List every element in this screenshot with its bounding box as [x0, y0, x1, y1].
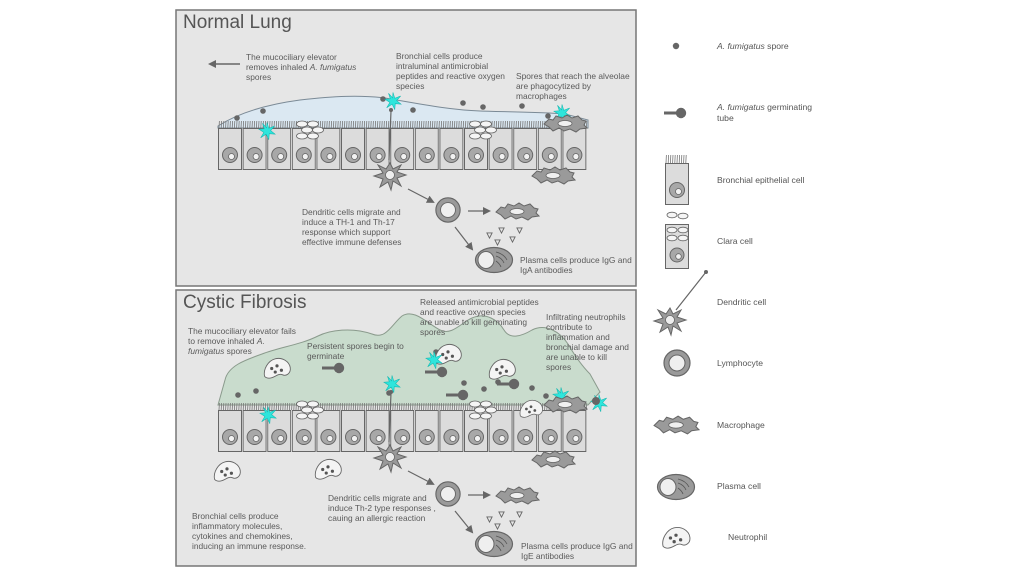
epithelial-cell — [390, 128, 415, 170]
epithelial-cell — [242, 410, 267, 452]
epithelial-cell — [267, 128, 292, 170]
normal-arrow-1 — [407, 188, 435, 203]
cf-dendrite-tip — [389, 390, 393, 394]
cf-plasma-cell — [474, 530, 514, 558]
legend-clara-cell-icon — [665, 211, 689, 269]
normal-arrow-3 — [454, 226, 474, 251]
legend-germinating-tube-label: A. fumigatus germinating tube — [717, 102, 813, 123]
normal-lung-title: Normal Lung — [183, 12, 292, 33]
normal-alveolae-label: Spores that reach the alveolae are phago… — [516, 71, 630, 101]
cf-title: Cystic Fibrosis — [183, 292, 307, 313]
cf-arrow-3 — [454, 510, 474, 534]
cf-neutrophils-label: Infiltrating neutrophils contribute to i… — [546, 312, 629, 372]
epithelial-cell — [439, 410, 464, 452]
normal-plasma-cell — [474, 246, 514, 274]
legend-epithelial-cell-icon — [665, 154, 689, 205]
cf-spores — [235, 349, 549, 399]
normal-spores — [234, 96, 551, 121]
epithelial-cell — [218, 410, 242, 452]
epithelial-cell — [562, 128, 587, 170]
epithelial-cell — [537, 128, 562, 170]
epithelial-cell — [316, 128, 341, 170]
legend-dendritic-cell-icon — [653, 270, 708, 336]
normal-dendrite-tip — [389, 108, 393, 112]
epithelial-cell — [414, 410, 439, 452]
epithelial-cell — [488, 410, 513, 452]
legend-dendritic-label: Dendritic cell — [717, 297, 767, 307]
legend-lymphocyte-icon — [663, 349, 691, 377]
cf-bronchial-label: Bronchial cells produce inflammatory mol… — [192, 511, 307, 551]
legend-macrophage-icon — [653, 415, 700, 435]
normal-dendritic-label: Dendritic cells migrate and induce a TH-… — [302, 207, 402, 247]
legend-neutrophil-icon — [662, 526, 691, 549]
epithelial-cell — [390, 410, 415, 452]
normal-bronchial-label: Bronchial cells produce intraluminal ant… — [396, 51, 505, 91]
legend-neutrophil-label: Neutrophil — [728, 532, 768, 542]
legend-lymphocyte-label: Lymphocyte — [717, 358, 764, 368]
epithelial-cell — [341, 410, 365, 452]
legend-macrophage-label: Macrophage — [717, 420, 765, 430]
legend-plasma-label: Plasma cell — [717, 481, 761, 491]
legend-plasma-cell-icon — [656, 473, 696, 501]
legend-clara-label: Clara cell — [717, 236, 753, 246]
normal-lymphocyte — [435, 197, 461, 223]
epithelial-cell — [439, 128, 464, 170]
cf-dendritic-label: Dendritic cells migrate and induce Th-2 … — [328, 493, 436, 523]
cf-persistent-label: Persistent spores begin to germinate — [307, 341, 404, 361]
legend-spore-icon — [672, 42, 680, 50]
epithelial-cell — [341, 128, 365, 170]
epithelial-cell — [488, 128, 513, 170]
normal-dendrite-process — [388, 110, 392, 161]
cf-arrow-1 — [407, 470, 435, 485]
cf-spore-on-macrophage — [592, 397, 600, 405]
cf-elevator-label: The mucociliary elevator fails to remove… — [188, 326, 296, 356]
cf-released-label: Released antimicrobial peptides and reac… — [420, 297, 539, 337]
legend-epithelial-label: Bronchial epithelial cell — [717, 175, 805, 185]
normal-plasma-label: Plasma cells produce IgG and IgA antibod… — [520, 255, 632, 275]
epithelial-cell — [218, 128, 242, 170]
epithelial-cell — [365, 410, 390, 452]
cf-dendrite-process — [388, 392, 392, 443]
cf-lymphocyte — [435, 481, 461, 507]
cf-mucus-layer — [217, 313, 601, 406]
normal-epithelium — [218, 128, 587, 170]
normal-elevator-label: The mucociliary elevator removes inhaled… — [246, 52, 357, 82]
legend-germinating-tube-icon — [664, 107, 687, 119]
epithelial-cell — [537, 410, 562, 452]
epithelial-cell — [513, 128, 538, 170]
cf-plasma-label: Plasma cells produce IgG and IgE antibod… — [521, 541, 633, 561]
epithelial-cell — [365, 128, 390, 170]
legend-spore-label: A. fumigatus spore — [717, 41, 789, 51]
epithelial-cell — [414, 128, 439, 170]
epithelial-cell — [316, 410, 341, 452]
epithelial-cell — [562, 410, 587, 452]
